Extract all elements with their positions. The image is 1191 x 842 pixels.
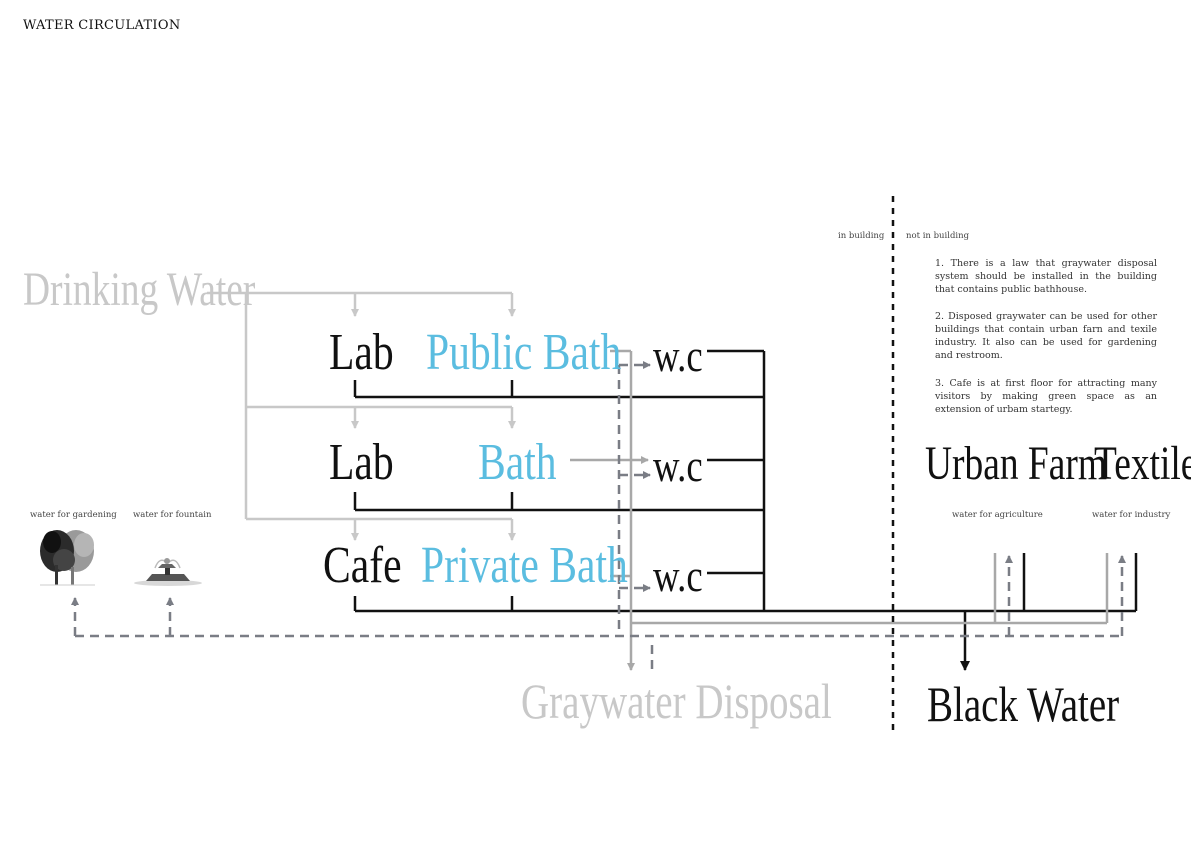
public-bath-label: Public Bath xyxy=(426,324,622,381)
water-for-gardening-label: water for gardening xyxy=(30,510,117,520)
wc-label-1: w.c xyxy=(653,330,703,381)
wc-label-3: w.c xyxy=(653,550,703,601)
tree-icon xyxy=(40,530,95,586)
black-water-label: Black Water xyxy=(927,676,1120,732)
graywater-reuse-lines xyxy=(71,361,1126,672)
page-title: WATER CIRCULATION xyxy=(23,18,181,33)
graywater-collection-lines xyxy=(570,349,1109,671)
textile-label: Textile xyxy=(1094,437,1191,490)
note-2: 2. Disposed graywater can be used for ot… xyxy=(935,311,1157,361)
lab-label-1: Lab xyxy=(329,324,394,381)
private-bath-label: Private Bath xyxy=(421,537,628,594)
water-for-agriculture-label: water for agriculture xyxy=(952,510,1043,520)
note-1: 1. There is a law that graywater disposa… xyxy=(935,258,1157,295)
bath-label: Bath xyxy=(478,434,557,491)
water-for-industry-label: water for industry xyxy=(1092,510,1171,520)
not-in-building-label: not in building xyxy=(906,231,970,241)
drinking-water-label: Drinking Water xyxy=(23,263,256,316)
black-water-lines xyxy=(353,349,1138,671)
graywater-disposal-label: Graywater Disposal xyxy=(521,673,832,729)
lab-label-2: Lab xyxy=(329,434,394,491)
note-3: 3. Cafe is at first floor for attracting… xyxy=(935,378,1157,415)
in-building-label: in building xyxy=(838,231,885,241)
urban-farm-label: Urban Farm xyxy=(925,437,1107,490)
wc-label-2: w.c xyxy=(653,440,703,491)
fountain-icon xyxy=(134,558,202,586)
water-for-fountain-label: water for fountain xyxy=(133,510,212,520)
drinking-water-supply-lines xyxy=(207,291,516,541)
cafe-label: Cafe xyxy=(323,537,402,594)
